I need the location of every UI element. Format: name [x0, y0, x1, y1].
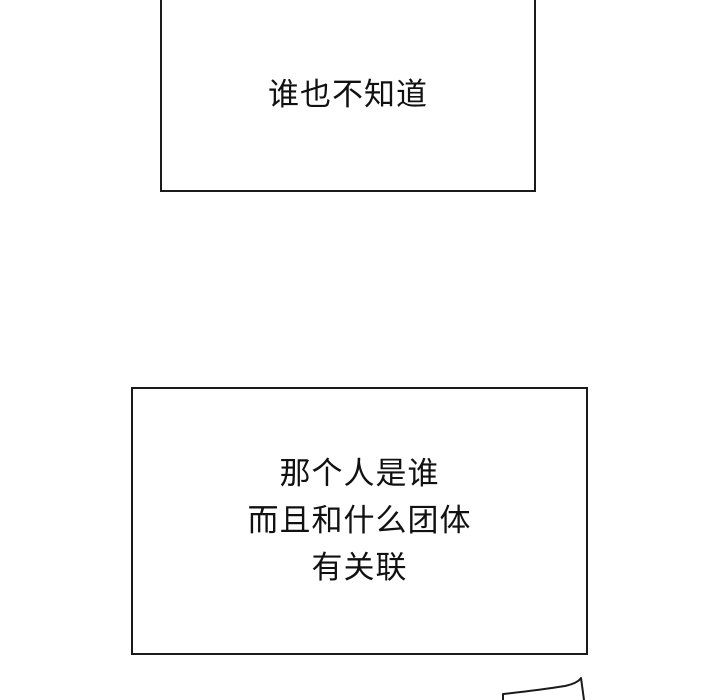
caption-line: 而且和什么团体 — [247, 502, 472, 539]
caption-box-middle: 那个人是谁 而且和什么团体 有关联 — [131, 387, 588, 655]
caption-line: 那个人是谁 — [279, 455, 440, 492]
caption-line: 有关联 — [311, 549, 408, 586]
caption-box-top: 谁也不知道 — [160, 0, 536, 192]
caption-line: 谁也不知道 — [268, 76, 428, 113]
